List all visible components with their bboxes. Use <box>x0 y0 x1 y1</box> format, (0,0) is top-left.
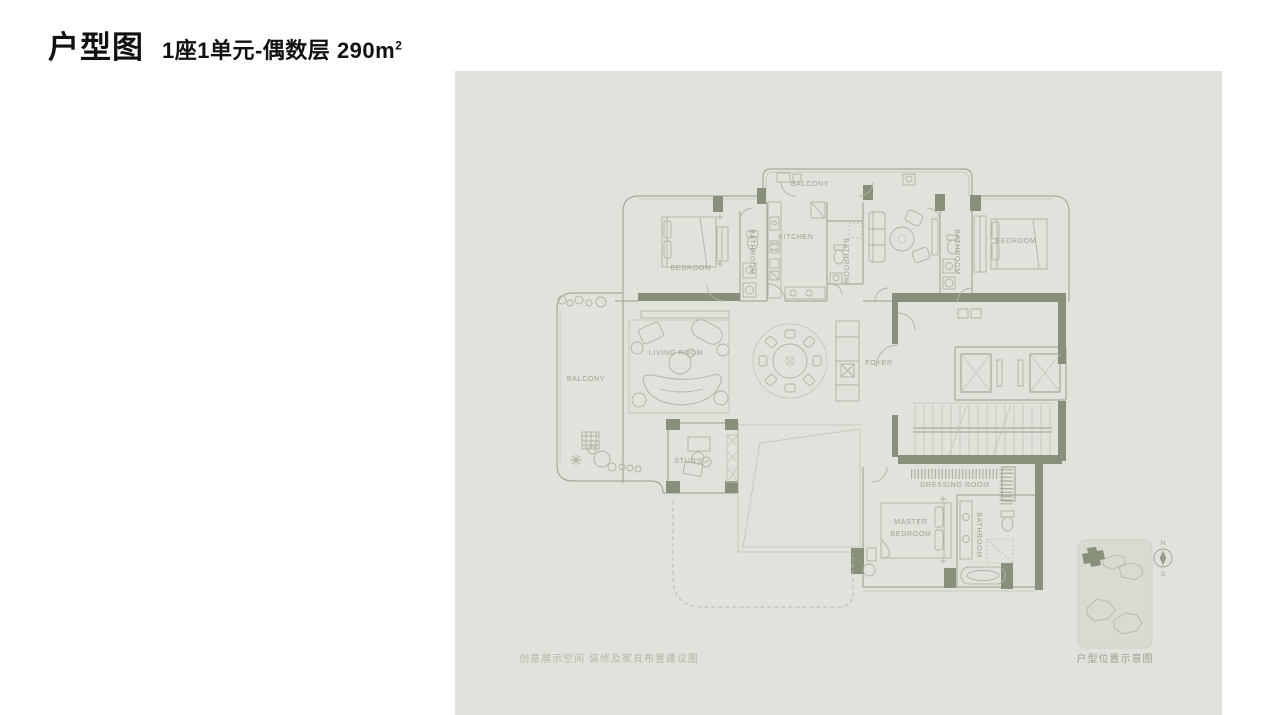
floor-plan-drawing: N S <box>556 168 1173 649</box>
disclaimer-caption: 创意展示空间 装修及家具布置建议图 <box>519 654 699 665</box>
unit-floor-text: 1座1单元-偶数层 <box>162 38 331 63</box>
page-subtitle: 1座1单元-偶数层 290m2 <box>162 33 402 65</box>
compass-north-label: N <box>1161 541 1165 547</box>
highlighted-building <box>1082 547 1105 567</box>
compass-south-label: S <box>1161 572 1165 578</box>
page-header: 户型图 1座1单元-偶数层 290m2 <box>48 22 402 67</box>
page-title: 户型图 <box>48 30 144 65</box>
compass-icon: N S <box>1153 541 1173 578</box>
area-value: 290 <box>336 38 376 63</box>
area-unit: m <box>375 38 396 63</box>
area-sup: 2 <box>395 38 403 53</box>
map-building-outlines <box>1086 554 1144 635</box>
location-map-label: 户型位置示意图 <box>1076 654 1154 665</box>
